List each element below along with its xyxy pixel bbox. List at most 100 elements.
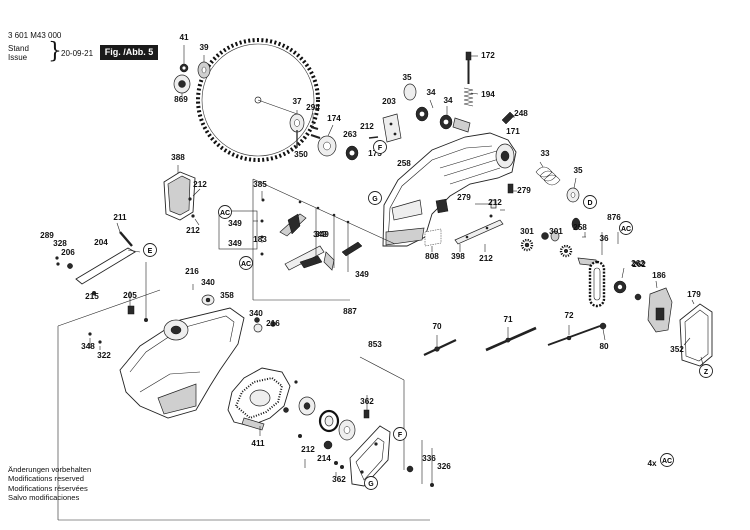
part-number-label: 358 <box>220 291 234 300</box>
issue-brace: } <box>48 39 62 64</box>
part-number-label: 336 <box>422 454 436 463</box>
callout-label: G <box>368 481 374 488</box>
part-number-label: 876 <box>607 213 621 222</box>
part-number-label: 33 <box>540 149 550 158</box>
callout-label: Z <box>704 369 709 376</box>
part-number-label: 37 <box>292 97 302 106</box>
part-number-label: 204 <box>94 238 108 247</box>
tension-spring <box>535 161 580 203</box>
part-number-label: 263 <box>343 130 357 139</box>
part-number-label: 34 <box>426 88 436 97</box>
note-fr: Modifications réservées <box>8 483 88 493</box>
rods <box>423 322 607 356</box>
part-number-label: 211 <box>113 213 127 222</box>
part-number-label: 349 <box>228 239 242 248</box>
part-number-label: 205 <box>123 291 137 300</box>
arbor-washers <box>173 45 211 96</box>
saw-blade <box>196 38 320 162</box>
part-number-label: 411 <box>251 439 265 448</box>
part-number-label: 80 <box>599 342 609 351</box>
callout-label: F <box>378 145 383 152</box>
part-number-label: 203 <box>382 97 396 106</box>
callout-label: AC <box>220 210 230 217</box>
part-number-label: 869 <box>174 95 188 104</box>
part-number-label: 385 <box>253 180 267 189</box>
part-number-label: 349 <box>228 219 242 228</box>
note-en: Modifications reserved <box>8 474 84 484</box>
part-number-label: 279 <box>517 186 531 195</box>
callout-label: AC <box>621 226 631 233</box>
part-number-label: 887 <box>343 307 357 316</box>
callout-label: AC <box>241 261 251 268</box>
callout-label: G <box>372 196 378 203</box>
callout-circle: AC <box>660 453 674 467</box>
note-de: Änderungen vorbehalten <box>8 465 92 474</box>
part-number-label: 262 <box>632 260 646 269</box>
part-number-label: 36 <box>599 234 609 243</box>
part-number-label: 398 <box>451 252 465 261</box>
part-number-label: 349 <box>315 230 329 239</box>
part-number-label: 301 <box>549 227 563 236</box>
notes-block: Änderungen vorbehalten Modifications res… <box>8 465 91 503</box>
part-number-label: 258 <box>573 223 587 232</box>
part-number-label: 279 <box>457 193 471 202</box>
bracket-assembly <box>218 178 396 301</box>
side-cover <box>647 280 713 367</box>
part-number-label: 206 <box>61 248 75 257</box>
part-number-label: 853 <box>368 340 382 349</box>
multiplier-label: 4x <box>647 459 657 468</box>
part-number-label: 174 <box>327 114 341 123</box>
callout-circle: D <box>583 195 597 209</box>
guard-hardware <box>57 289 434 521</box>
part-number-label: 350 <box>294 150 308 159</box>
callout-circle: AC <box>239 256 253 270</box>
part-number-label: 349 <box>313 230 327 239</box>
part-number-label: 212 <box>193 180 207 189</box>
callout-label: D <box>587 200 592 207</box>
part-number-label: 340 <box>201 278 215 287</box>
part-number-label: 212 <box>301 445 315 454</box>
part-number-label: 212 <box>360 122 374 131</box>
part-number-label: 39 <box>199 43 209 52</box>
part-number-label: 194 <box>481 90 495 99</box>
part-number-label: 35 <box>573 166 583 175</box>
part-number-label: 362 <box>332 475 346 484</box>
part-number-label: 41 <box>179 33 189 42</box>
part-number-label: 216 <box>266 319 280 328</box>
part-number-label: 175 <box>368 149 382 158</box>
part-number-label: 70 <box>432 322 442 331</box>
part-number-label: 172 <box>481 51 495 60</box>
callout-circle: AC <box>218 205 232 219</box>
part-number-label: 34 <box>443 96 453 105</box>
part-number-label: 808 <box>425 252 439 261</box>
part-number-label: 212 <box>488 198 502 207</box>
part-number-label: 352 <box>670 345 684 354</box>
part-number-label: 294 <box>306 103 320 112</box>
part-number-label: 212 <box>186 226 200 235</box>
pin-spring <box>463 51 515 125</box>
part-number-label: 183 <box>253 235 267 244</box>
flange-group <box>289 110 337 157</box>
part-number-label: 328 <box>53 239 67 248</box>
callout-label: F <box>398 432 403 439</box>
slide-rail <box>424 219 504 252</box>
part-number-label: 301 <box>520 227 534 236</box>
issue-date: 20-09-21 <box>61 49 94 58</box>
part-number-label: 262 <box>631 259 645 268</box>
part-number-label: 179 <box>687 290 701 299</box>
part-number-label: 35 <box>402 73 412 82</box>
callout-label: AC <box>662 458 672 465</box>
upper-arm-housing <box>382 132 517 247</box>
part-number-label: 258 <box>397 159 411 168</box>
part-number-label: 214 <box>317 454 331 463</box>
stand-label: Stand <box>8 44 29 53</box>
issue-label: Issue <box>8 53 28 62</box>
part-number-label: 71 <box>503 315 513 324</box>
part-number-label: 340 <box>249 309 263 318</box>
part-number-label: 212 <box>479 254 493 263</box>
part-number-label: 72 <box>564 311 574 320</box>
part-number-label: 215 <box>85 292 99 301</box>
part-number-label: 349 <box>355 270 369 279</box>
part-number-label: 322 <box>97 351 111 360</box>
